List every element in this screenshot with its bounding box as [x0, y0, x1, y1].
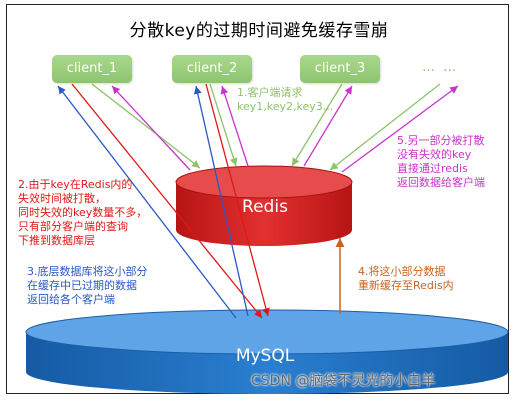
note-client-request: 1.客户端请求 key1,key2,key3... [237, 86, 334, 113]
cache-return-arrows [111, 85, 459, 173]
request-arrows [91, 83, 441, 171]
mysql-label: MySQL [235, 346, 295, 366]
mysql-cylinder [25, 309, 509, 394]
db-return-arrows [57, 85, 249, 319]
client-3-box: client_3 [300, 55, 380, 83]
more-clients: … … [422, 60, 459, 75]
client-1-box: client_1 [52, 55, 132, 83]
redis-label: Redis [242, 197, 288, 217]
note-recache: 4.将这小部分数据 重新缓存至Redis内 [358, 265, 454, 292]
note-db-return: 3.底层数据库将这小部分 在缓存中已过期的数据 返回给各个客户端 [27, 265, 148, 306]
note-partial-miss: 2.由于key在Redis内的 失效时间被打散， 同时失效的key数量不多， 只… [18, 178, 148, 247]
client-2-box: client_2 [172, 55, 252, 83]
db-query-arrows [71, 83, 270, 319]
diagram-title: 分散key的过期时间避免缓存雪崩 [129, 21, 389, 41]
csdn-watermark: CSDN @脑袋不灵光的小白羊 [251, 373, 436, 389]
note-cache-hit: 5.另一部分被打散 没有失效的key 直接通过redis 返回数据给客户端 [397, 134, 485, 189]
